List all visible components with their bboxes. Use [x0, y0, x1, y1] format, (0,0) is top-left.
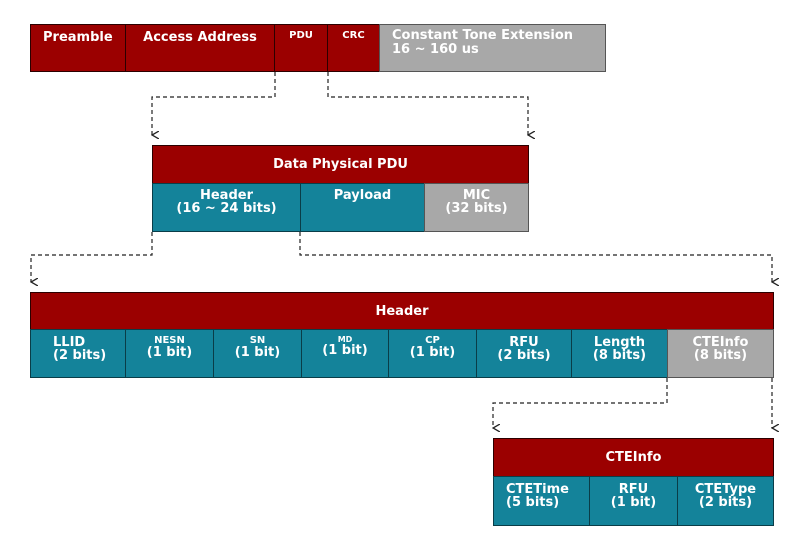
md-label: MD: [337, 335, 353, 344]
cte-field: Constant Tone Extension 16 ~ 160 us: [379, 24, 606, 72]
pdu-field: PDU: [274, 24, 328, 72]
header-field-rfu: RFU (2 bits): [476, 329, 572, 378]
ctetype-bits: (2 bits): [698, 495, 753, 510]
sn-bits: (1 bit): [234, 345, 281, 360]
access-address-label: Access Address: [143, 30, 257, 45]
connector-pdu-left: [152, 72, 276, 135]
cteinfo-field-rfu: RFU (1 bit): [589, 476, 678, 526]
length-label: Length: [593, 335, 646, 350]
header-field-cp: CP (1 bit): [388, 329, 477, 378]
header-title-label: Header: [375, 303, 429, 319]
cp-bits: (1 bit): [409, 345, 456, 360]
data-pdu-payload-label: Payload: [333, 188, 392, 203]
header-field-llid: LLID (2 bits): [30, 329, 126, 378]
sn-label: SN: [249, 335, 266, 346]
llid-bits: (2 bits): [53, 348, 107, 363]
header-cteinfo-bits: (8 bits): [693, 348, 748, 363]
cteinfo-title: CTEInfo: [493, 438, 774, 477]
connector-header-right: [299, 232, 772, 282]
cte-label: Constant Tone Extension: [392, 28, 574, 43]
length-bits: (8 bits): [592, 348, 647, 363]
data-pdu-mic-field: MIC (32 bits): [424, 183, 529, 232]
rfu-label: RFU: [509, 335, 539, 350]
header-field-cteinfo: CTEInfo (8 bits): [667, 329, 774, 378]
data-pdu-mic-bits: (32 bits): [445, 201, 508, 216]
data-pdu-title-label: Data Physical PDU: [273, 157, 408, 172]
preamble-field: Preamble: [30, 24, 126, 72]
nesn-bits: (1 bit): [146, 345, 193, 360]
data-pdu-mic-label: MIC: [462, 188, 491, 203]
cteinfo-rfu-label: RFU: [618, 482, 649, 497]
data-pdu-header-bits: (16 ~ 24 bits): [176, 201, 277, 216]
connector-pdu-right: [327, 72, 528, 135]
pdu-label: PDU: [289, 30, 313, 41]
nesn-label: NESN: [154, 335, 185, 346]
header-cteinfo-label: CTEInfo: [692, 335, 749, 350]
ctetime-bits: (5 bits): [506, 495, 560, 510]
header-field-nesn: NESN (1 bit): [125, 329, 214, 378]
preamble-label: Preamble: [43, 30, 113, 45]
data-pdu-payload-field: Payload: [300, 183, 425, 232]
cteinfo-field-ctetime: CTETime (5 bits): [493, 476, 590, 526]
header-field-length: Length (8 bits): [571, 329, 668, 378]
data-pdu-header-field: Header (16 ~ 24 bits): [152, 183, 301, 232]
md-bits: (1 bit): [322, 343, 368, 358]
header-field-sn: SN (1 bit): [213, 329, 302, 378]
header-title: Header: [30, 292, 774, 330]
header-field-md: MD (1 bit): [301, 329, 389, 378]
crc-label: CRC: [342, 30, 365, 41]
cteinfo-rfu-bits: (1 bit): [610, 495, 657, 510]
ctetime-label: CTETime: [506, 482, 569, 497]
cte-duration: 16 ~ 160 us: [392, 42, 479, 57]
connector-header-left: [31, 232, 153, 282]
llid-label: LLID: [53, 335, 86, 350]
cteinfo-title-label: CTEInfo: [605, 450, 662, 465]
crc-field: CRC: [327, 24, 380, 72]
data-pdu-title: Data Physical PDU: [152, 145, 529, 184]
cp-label: CP: [425, 335, 440, 346]
ctetype-label: CTEType: [694, 482, 757, 497]
access-address-field: Access Address: [125, 24, 275, 72]
connector-cteinfo-left: [493, 378, 668, 428]
rfu-bits: (2 bits): [497, 348, 551, 363]
cteinfo-field-ctetype: CTEType (2 bits): [677, 476, 774, 526]
data-pdu-header-label: Header: [199, 188, 253, 203]
